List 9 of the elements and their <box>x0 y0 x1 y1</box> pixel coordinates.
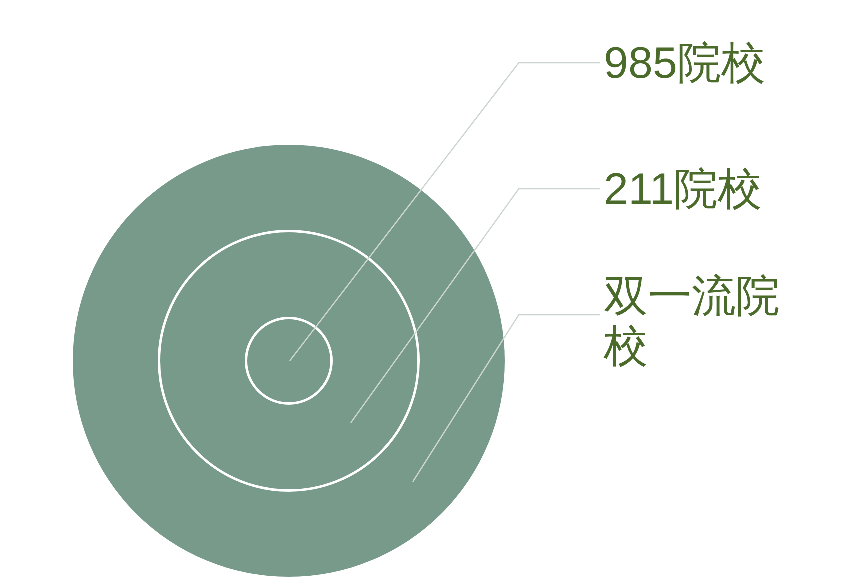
category-label: 双一流院校 <box>604 272 804 372</box>
leader-line <box>350 188 600 424</box>
category-label: 211院校 <box>604 165 844 215</box>
leader-line <box>289 62 600 362</box>
disc <box>73 145 505 577</box>
leader-line <box>412 314 600 482</box>
ring <box>158 230 420 492</box>
category-label: 985院校 <box>604 39 844 89</box>
ring <box>245 317 333 405</box>
